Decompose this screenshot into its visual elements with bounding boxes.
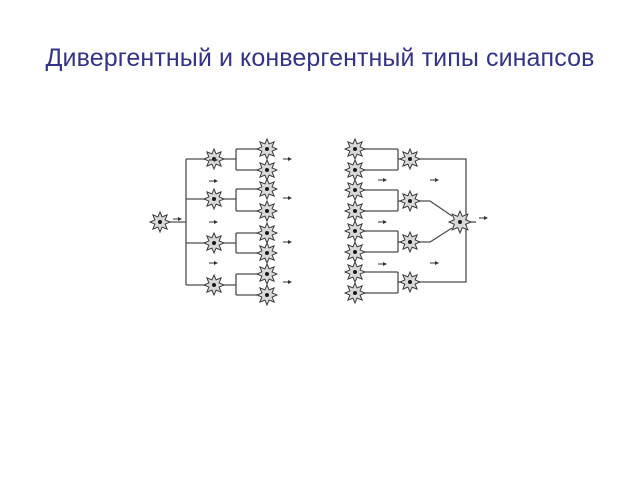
slide-title: Дивергентный и конвергентный типы синапс… — [45, 44, 595, 72]
neuron-nucleus — [458, 220, 462, 224]
to-output — [418, 200, 453, 217]
merge-l1 — [362, 230, 402, 253]
fork-l2 — [222, 148, 260, 171]
neuron-nucleus — [353, 270, 357, 274]
neuron-icon — [343, 178, 367, 202]
fork-l2 — [222, 232, 260, 254]
neuron-nucleus — [408, 199, 412, 203]
neuron-icon — [398, 147, 422, 171]
signal-arrow — [430, 261, 439, 265]
neuron-nucleus — [212, 283, 216, 287]
signal-arrow — [283, 240, 292, 244]
neuron-nucleus — [158, 220, 162, 224]
neuron-nucleus — [265, 231, 269, 235]
neuron-nucleus — [353, 209, 357, 213]
divergent-panel — [167, 148, 260, 296]
neuron-icon — [255, 158, 279, 182]
signal-arrow — [430, 178, 439, 182]
neuron-icon — [343, 199, 367, 223]
neuron-icon — [398, 189, 422, 213]
neuron-nucleus — [212, 197, 216, 201]
neuron-nucleus — [353, 168, 357, 172]
neurons — [148, 137, 473, 307]
neuron-nucleus — [265, 251, 269, 255]
signal-arrow — [378, 178, 387, 182]
signal-arrow — [378, 220, 387, 224]
neuron-icon — [343, 219, 367, 243]
neuron-icon — [255, 199, 279, 223]
neuron-icon — [343, 281, 367, 305]
neuron-icon — [343, 260, 367, 284]
neuron-nucleus — [353, 188, 357, 192]
neuron-nucleus — [265, 187, 269, 191]
signal-arrow — [209, 220, 218, 224]
neuron-nucleus — [265, 168, 269, 172]
neuron-icon — [202, 231, 226, 255]
neuron-nucleus — [265, 209, 269, 213]
signal-arrow — [378, 262, 387, 266]
signal-arrow — [209, 158, 218, 162]
neuron-nucleus — [353, 291, 357, 295]
neuron-icon — [202, 187, 226, 211]
neuron-nucleus — [265, 293, 269, 297]
to-output — [418, 158, 467, 220]
signal-arrow — [283, 157, 292, 161]
neuron-icon — [148, 210, 172, 234]
neuron-icon — [398, 230, 422, 254]
to-output — [418, 227, 453, 243]
convergent-panel — [362, 148, 476, 294]
signal-arrow — [479, 216, 488, 220]
neuron-nucleus — [408, 157, 412, 161]
signal-arrows — [173, 157, 488, 284]
signal-arrow — [173, 217, 182, 221]
fork-l2 — [222, 273, 260, 296]
neuron-icon — [255, 262, 279, 286]
neuron-icon — [447, 209, 473, 235]
merge-l1 — [362, 189, 402, 212]
signal-arrow — [209, 261, 218, 265]
neuron-icon — [255, 221, 279, 245]
neuron-nucleus — [408, 280, 412, 284]
neuron-nucleus — [265, 147, 269, 151]
neuron-icon — [343, 137, 367, 161]
signal-arrow — [283, 196, 292, 200]
neuron-nucleus — [212, 241, 216, 245]
neuron-icon — [202, 273, 226, 297]
neuron-icon — [255, 177, 279, 201]
to-output — [418, 224, 467, 283]
neuron-icon — [398, 270, 422, 294]
neuron-nucleus — [353, 229, 357, 233]
neuron-nucleus — [265, 272, 269, 276]
neuron-nucleus — [353, 147, 357, 151]
neuron-nucleus — [353, 250, 357, 254]
neuron-icon — [343, 158, 367, 182]
signal-arrow — [283, 280, 292, 284]
fork-l2 — [222, 188, 260, 212]
neuron-icon — [255, 137, 279, 161]
merge-l1 — [362, 148, 402, 171]
signal-arrow — [209, 179, 218, 183]
neuron-nucleus — [408, 240, 412, 244]
neuron-icon — [343, 240, 367, 264]
merge-l1 — [362, 271, 402, 294]
synapse-diagram — [148, 137, 488, 307]
neuron-icon — [255, 283, 279, 307]
neuron-icon — [255, 241, 279, 265]
